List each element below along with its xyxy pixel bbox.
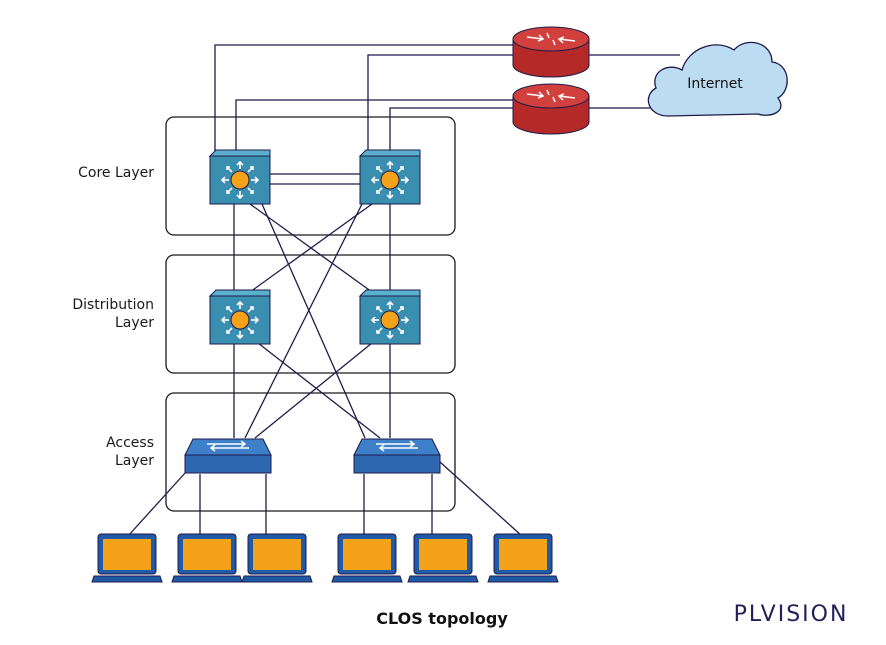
links [127, 44, 680, 537]
internet-label: Internet [687, 76, 743, 92]
laptop-4[interactable] [331, 533, 403, 583]
core-layer-label: Core Layer [78, 165, 154, 181]
access-switch-left[interactable] [184, 438, 272, 474]
access-label-line1: Access [106, 435, 154, 451]
core-switch-right[interactable] [359, 149, 421, 205]
diagram-caption: CLOS topology [376, 609, 508, 628]
laptop-1[interactable] [91, 533, 163, 583]
distribution-switch-right[interactable] [359, 289, 421, 345]
laptop-3[interactable] [241, 533, 313, 583]
internet-cloud-icon [647, 41, 788, 117]
brand-logo: PLVISION [733, 602, 849, 627]
router-top[interactable] [512, 26, 590, 78]
router-bottom[interactable] [512, 83, 590, 135]
distribution-label-line2: Layer [114, 315, 154, 331]
distribution-layer-box [165, 254, 456, 374]
core-switch-left[interactable] [209, 149, 271, 205]
distribution-label-line1: Distribution [72, 297, 154, 313]
core-layer-box [165, 116, 456, 236]
access-label-line2: Layer [114, 453, 154, 469]
access-switch-right[interactable] [353, 438, 441, 474]
distribution-switch-left[interactable] [209, 289, 271, 345]
access-layer-label: Access Layer [34, 434, 154, 470]
laptop-6[interactable] [487, 533, 559, 583]
laptop-2[interactable] [171, 533, 243, 583]
laptop-5[interactable] [407, 533, 479, 583]
distribution-layer-label: Distribution Layer [34, 296, 154, 332]
